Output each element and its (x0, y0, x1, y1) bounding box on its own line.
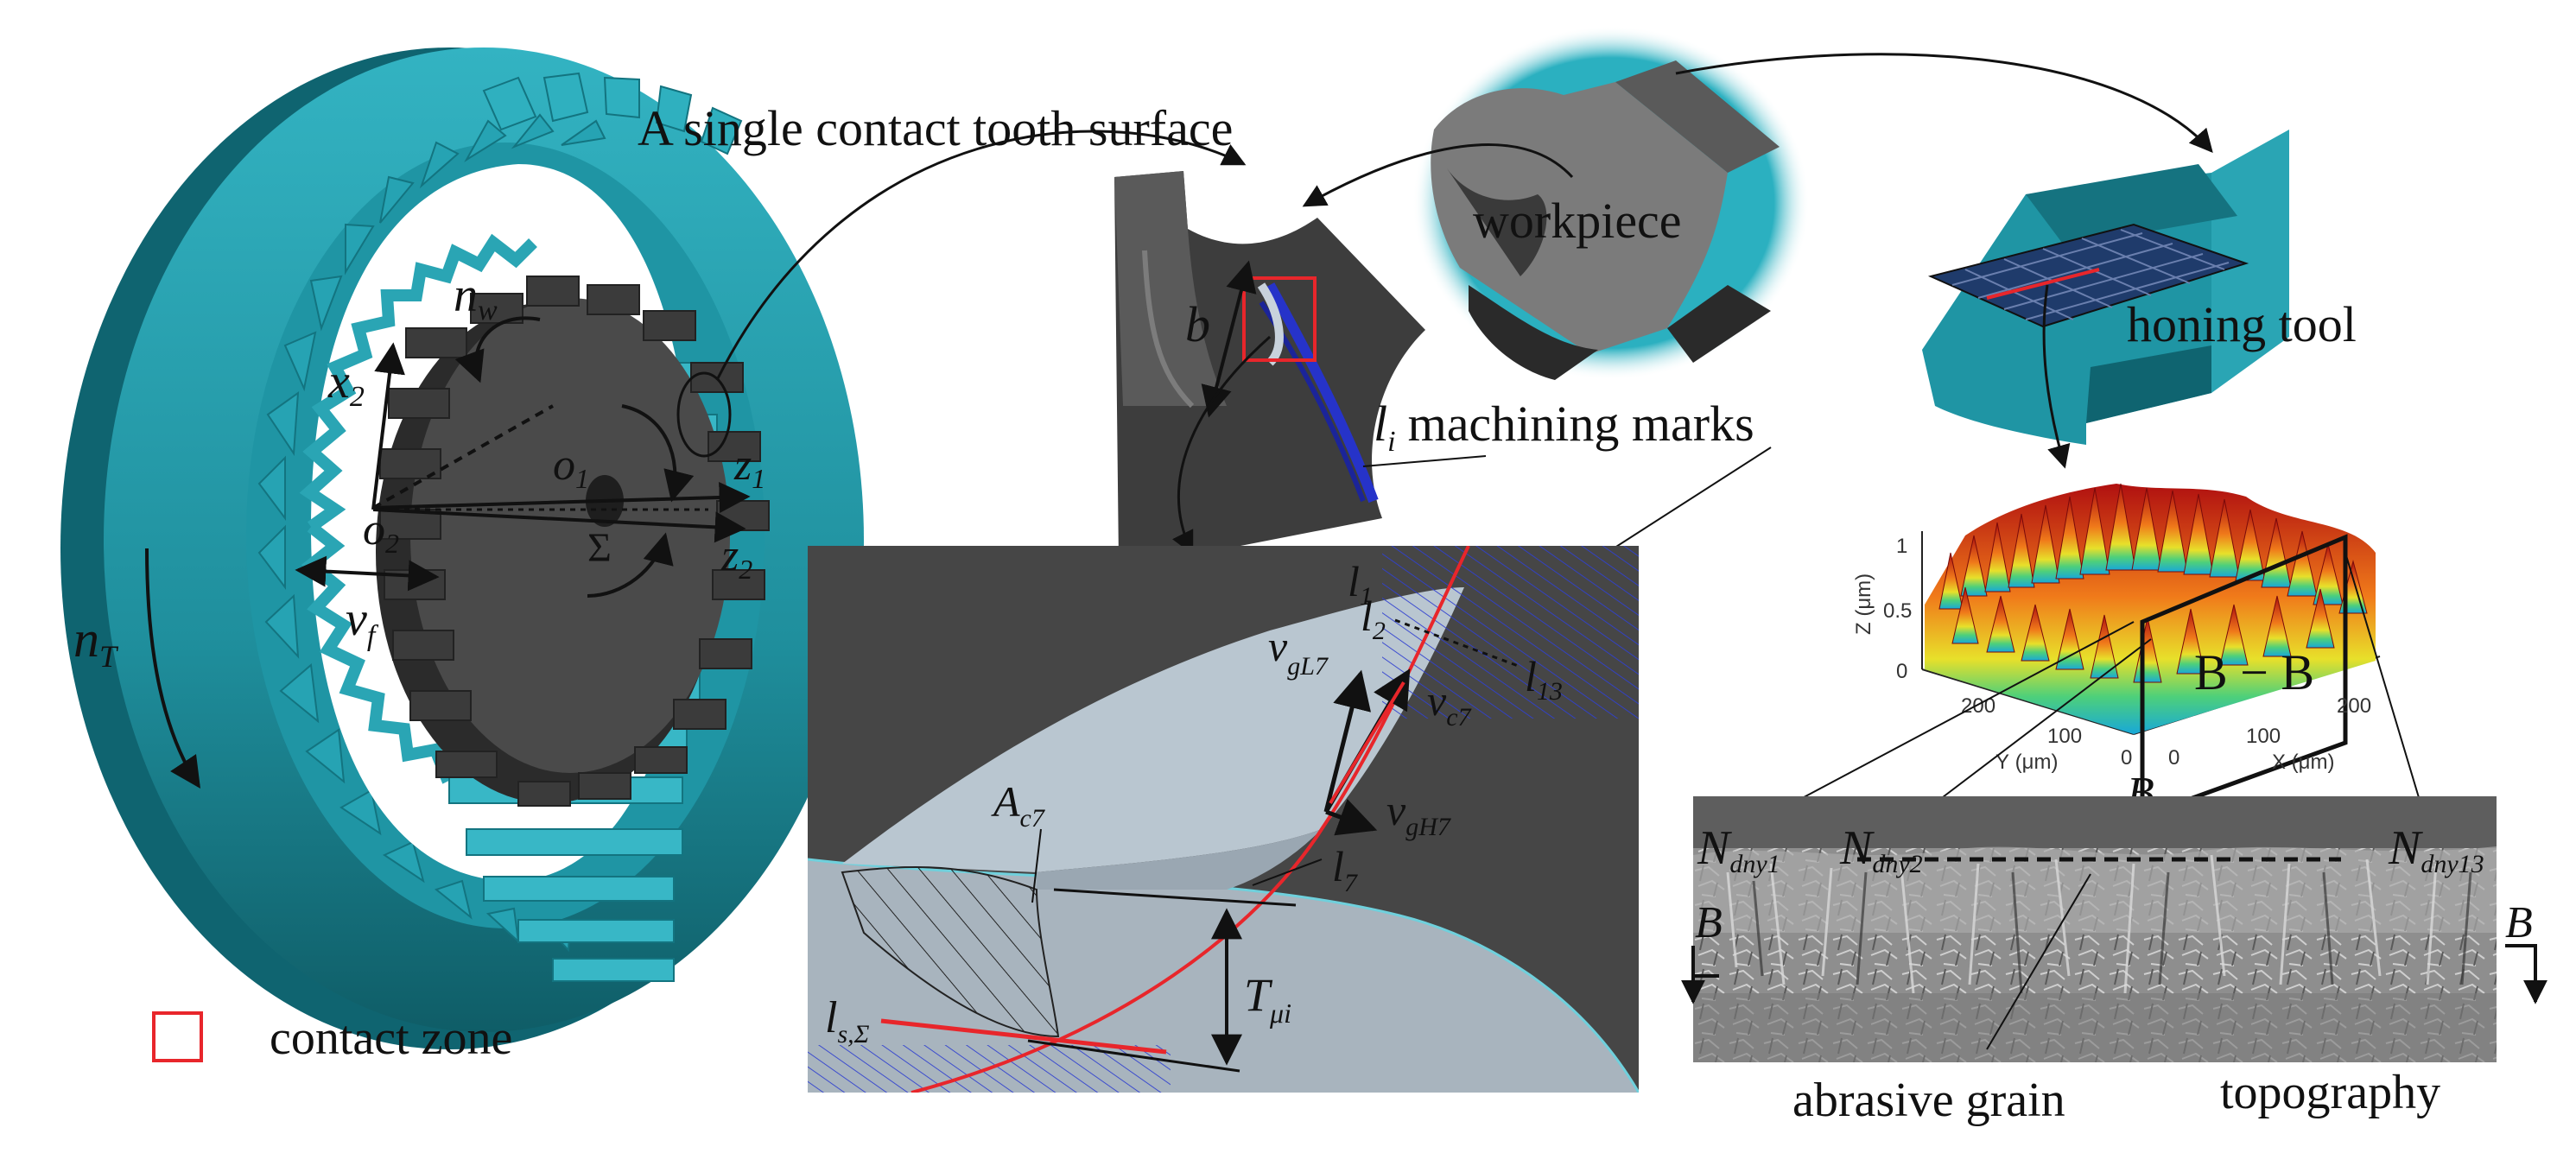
label-o1: o1 (553, 440, 589, 494)
label-abrasive-grain: abrasive grain (1792, 1074, 2065, 1127)
label-vgL7: vgL7 (1268, 622, 1329, 681)
y-axis-label: Y (μm) (1995, 751, 2058, 774)
z-axis-label: Z (μm) (1852, 573, 1875, 635)
y-tick-100: 100 (2047, 725, 2082, 748)
x-tick-100: 100 (2246, 725, 2281, 748)
label-vgH7: vgH7 (1386, 786, 1452, 841)
x-tick-200: 200 (2337, 694, 2371, 718)
tooth-closeup (1114, 171, 1425, 567)
surface-plot: 1 0.5 0 Z (μm) 200 100 0 Y (μm) 0 100 20… (1852, 483, 2381, 820)
x-axis-label: X (μm) (2272, 751, 2334, 774)
honing-tool (1922, 130, 2289, 445)
gear-axes (145, 316, 751, 789)
label-vc7: vc7 (1427, 676, 1473, 732)
sem-image (1693, 796, 2497, 1062)
label-l1: l1 (1348, 557, 1373, 611)
label-ls-sigma: ls,Σ (825, 993, 870, 1048)
label-o2: o2 (363, 505, 399, 559)
label-topography: topography (2220, 1066, 2440, 1119)
label-l2: l2 (1361, 592, 1386, 645)
label-sigma: Σ (587, 525, 612, 571)
label-honing-tool: honing tool (2127, 296, 2357, 352)
label-ndny13: Ndny13 (2388, 821, 2484, 878)
legend-contact-zone: contact zone (270, 1011, 512, 1065)
label-l7: l7 (1332, 842, 1359, 897)
label-section-b-b: B − B (2194, 644, 2314, 700)
label-l13: l13 (1525, 652, 1563, 706)
label-workpiece: workpiece (1473, 193, 1682, 249)
label-ndny2: Ndny2 (1839, 821, 1923, 878)
x-tick-0: 0 (2168, 746, 2179, 770)
label-z2: z2 (720, 531, 752, 585)
tooth-selection-ellipse (676, 371, 732, 458)
label-b-left: B (1695, 898, 1723, 947)
label-b-right: B (2505, 898, 2533, 947)
label-single-contact-tooth-surface: A single contact tooth surface (638, 100, 1233, 156)
ring-top-teeth (482, 72, 743, 155)
contact-zone-legend-icon (152, 1011, 203, 1062)
label-x2: x2 (327, 355, 365, 413)
workpiece-lens (1412, 26, 1810, 380)
ring-gear-teeth (257, 113, 606, 953)
y-tick-0: 0 (2121, 746, 2132, 770)
label-nT: nT (73, 611, 119, 674)
label-ndny1: Ndny1 (1697, 821, 1780, 878)
label-z1: z1 (733, 440, 765, 494)
z-tick-05: 0.5 (1883, 599, 1912, 623)
z-tick-1: 1 (1896, 535, 1907, 558)
z-tick-0: 0 (1896, 660, 1907, 683)
label-T-mu-i: Tμi (1244, 969, 1291, 1029)
label-nw: nw (454, 269, 498, 326)
pointer-curve-gear-to-tooth (715, 130, 1247, 381)
contact-detail-panel (808, 546, 1639, 1093)
label-Ac7: Ac7 (991, 777, 1046, 833)
label-b: b (1185, 296, 1210, 352)
